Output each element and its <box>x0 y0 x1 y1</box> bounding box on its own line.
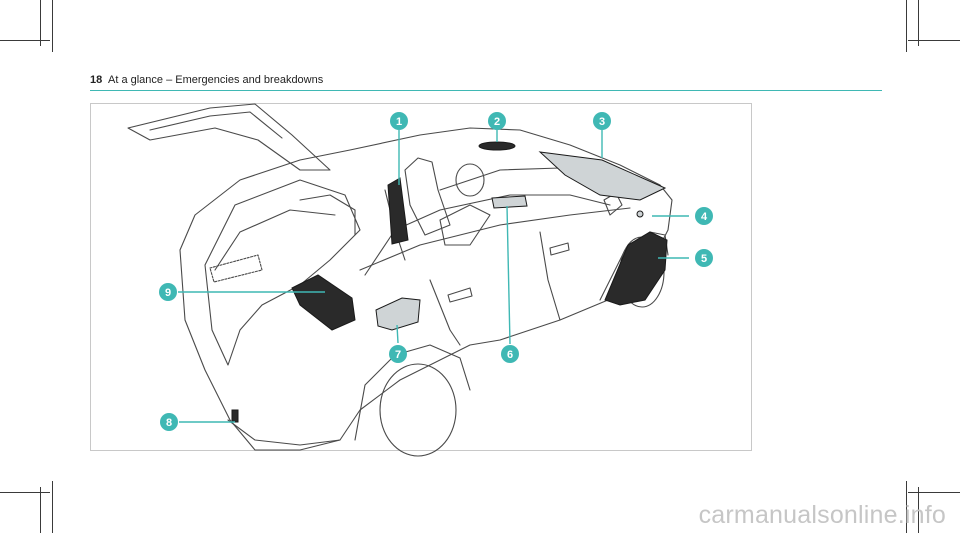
highlight-hood <box>538 151 667 201</box>
cargo-opening <box>204 179 361 366</box>
svg-text:6: 6 <box>507 349 513 361</box>
svg-text:9: 9 <box>165 287 171 299</box>
side-window-line <box>364 194 611 276</box>
highlight-rear-tow-eye <box>231 409 239 423</box>
callout-7: 7 <box>389 345 407 363</box>
highlight-b-pillar-triangle <box>387 177 409 245</box>
crop-mark-bottom-right-horizontal <box>908 492 960 493</box>
highlight-center-console <box>491 195 528 209</box>
callout-9: 9 <box>159 283 177 301</box>
crop-mark-top-right-vertical <box>918 0 919 46</box>
crop-mark-top-left-horizontal <box>0 40 50 41</box>
highlight-tow-eye-front <box>636 210 644 218</box>
figure-frame <box>90 103 752 451</box>
watermark: carmanualsonline.info <box>698 501 946 529</box>
header-rule <box>90 90 882 91</box>
crop-mark-bottom-right-vertical <box>918 487 919 533</box>
callout-8: 8 <box>160 413 178 431</box>
crop-mark-bottom-left-horizontal <box>0 492 50 493</box>
callout-2: 2 <box>488 112 506 130</box>
door-handle-rear <box>447 287 473 303</box>
svg-text:3: 3 <box>599 116 605 128</box>
tailgate <box>127 103 331 171</box>
callout-1: 1 <box>390 112 408 130</box>
svg-text:7: 7 <box>395 349 401 361</box>
callout-3: 3 <box>593 112 611 130</box>
svg-text:4: 4 <box>701 211 708 223</box>
crop-mark-top-left-vertical <box>40 0 41 46</box>
rear-wheel-arch <box>354 344 471 441</box>
highlight-front-tire <box>604 231 668 306</box>
crop-mark-top-left-inner <box>52 0 53 52</box>
crop-mark-bottom-left-vertical <box>40 487 41 533</box>
svg-text:2: 2 <box>494 116 500 128</box>
callout-6: 6 <box>501 345 519 363</box>
crop-mark-top-right-inner <box>906 0 907 52</box>
highlight-fuel-flap <box>375 297 421 331</box>
svg-text:5: 5 <box>701 253 707 265</box>
highlight-tool-kit <box>291 274 356 331</box>
steering-wheel <box>455 163 485 197</box>
crop-mark-top-right-horizontal <box>908 40 960 41</box>
crop-mark-bottom-left-inner <box>52 481 53 533</box>
page-title: At a glance – Emergencies and breakdowns <box>108 74 324 86</box>
crop-mark-bottom-right-inner <box>906 481 907 533</box>
cargo-net <box>209 254 263 283</box>
door-handle-front <box>549 242 570 256</box>
svg-text:8: 8 <box>166 417 172 429</box>
svg-text:1: 1 <box>396 116 402 128</box>
callout-5: 5 <box>695 249 713 267</box>
rear-wheel <box>379 363 457 457</box>
callout-4: 4 <box>695 207 713 225</box>
page-number: 18 <box>90 74 103 86</box>
highlight-roof-light <box>478 141 516 151</box>
